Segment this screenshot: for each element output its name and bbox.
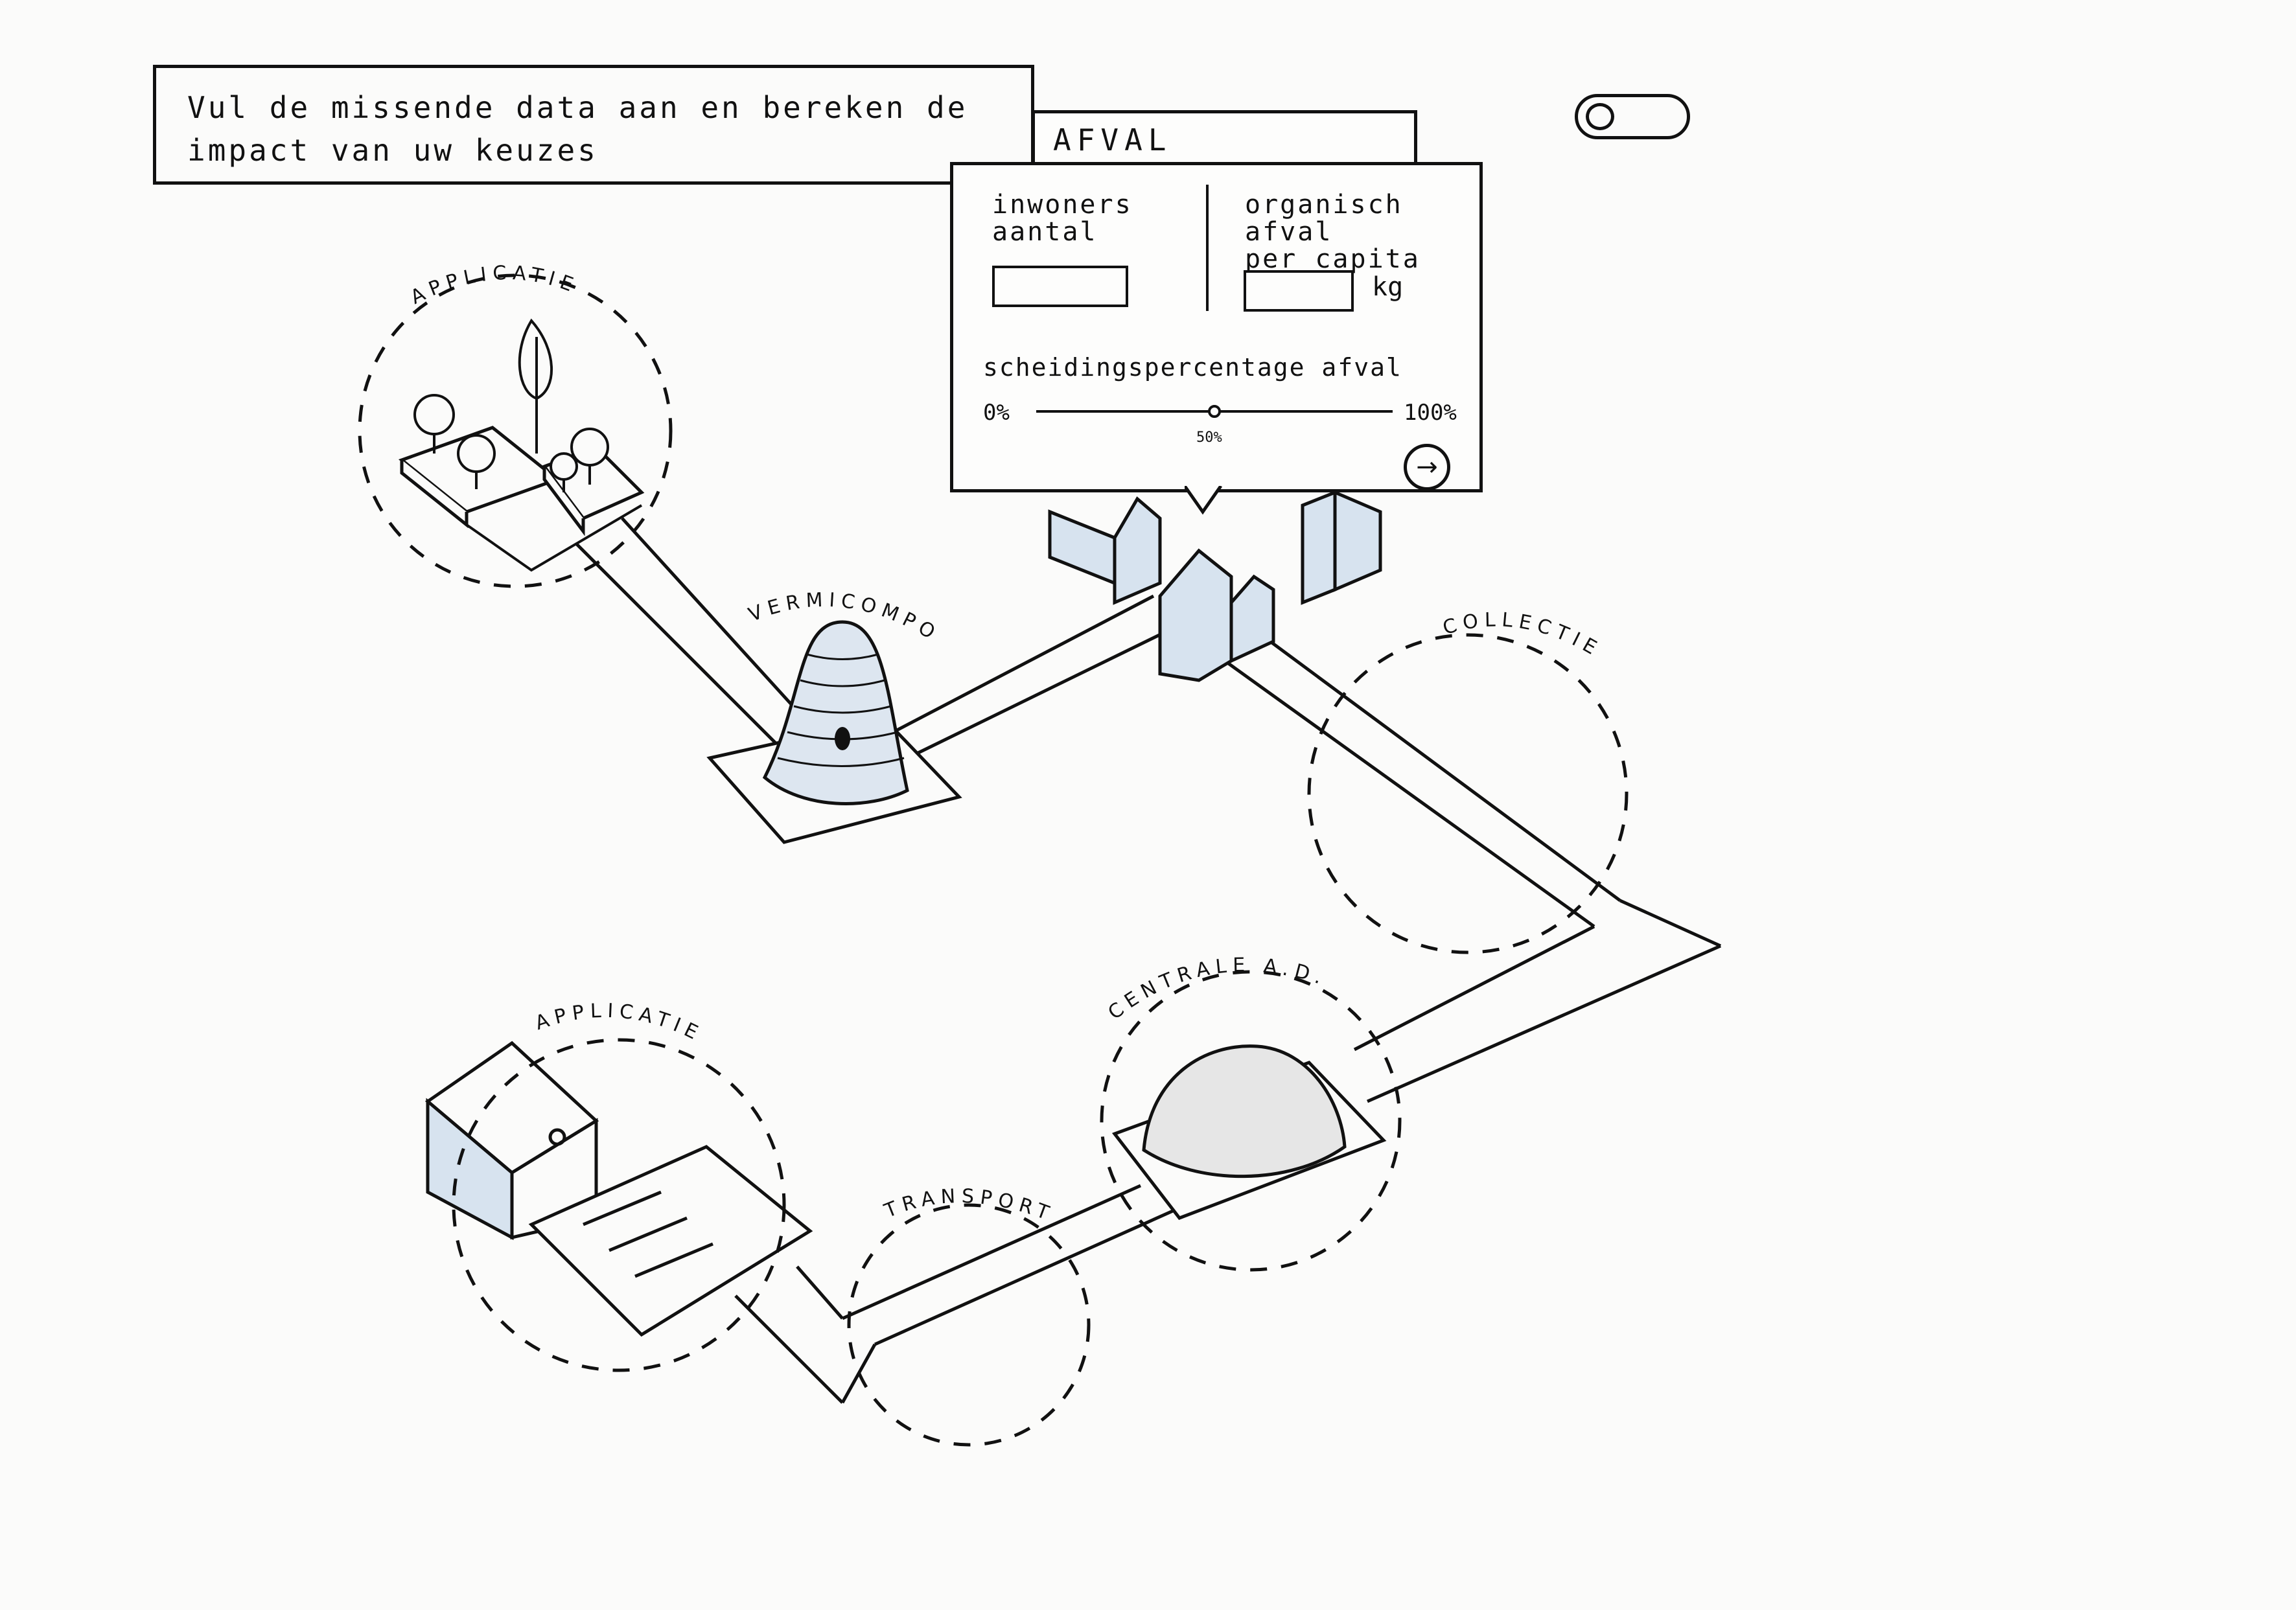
column-divider	[1206, 185, 1209, 311]
waste-production-panel: inwoners aantal organisch afval per capi…	[950, 162, 1483, 492]
label-central-ad: CENTRALE A.D.	[1104, 954, 1330, 1024]
slider-max-label: 100%	[1404, 400, 1457, 426]
transport-zone	[847, 1203, 1091, 1447]
application-top-zone	[358, 273, 673, 588]
garden-application-icon	[398, 318, 645, 572]
slider-value-label: 50%	[1196, 430, 1222, 446]
panel-title-tab: AFVAL PRODUCTIE	[1032, 110, 1417, 192]
arrow-right-icon: →	[1416, 452, 1438, 482]
application-bottom-zone	[452, 1038, 786, 1372]
label-collection: COLLECTIE	[1441, 608, 1606, 662]
organic-waste-unit: kg	[1372, 272, 1404, 302]
toggle-switch[interactable]	[1575, 94, 1690, 139]
instruction-text: Vul de missende data aan en bereken de i…	[187, 90, 968, 168]
separation-label: scheidingspercentage afval	[983, 353, 1402, 382]
vermicompost-icon	[706, 620, 962, 844]
instruction-box: Vul de missende data aan en bereken de i…	[153, 65, 1034, 185]
organic-waste-input[interactable]	[1244, 270, 1354, 312]
next-button[interactable]: →	[1404, 444, 1450, 490]
inhabitants-input[interactable]	[992, 266, 1128, 307]
separation-slider-handle[interactable]	[1208, 405, 1221, 418]
farm-application-icon	[424, 1041, 813, 1337]
panel-pointer	[1185, 486, 1223, 515]
inhabitants-label: inwoners aantal	[992, 190, 1133, 247]
collection-zone	[1307, 633, 1629, 954]
label-application-top: APPLICATIE	[407, 262, 581, 309]
toggle-knob	[1586, 103, 1614, 130]
slider-min-label: 0%	[983, 400, 1010, 426]
anaerobic-digester-icon	[1111, 1044, 1387, 1220]
organic-waste-label: organisch afval per capita	[1245, 190, 1421, 274]
central-ad-zone	[1100, 970, 1402, 1272]
residential-area-icon	[1048, 490, 1382, 682]
